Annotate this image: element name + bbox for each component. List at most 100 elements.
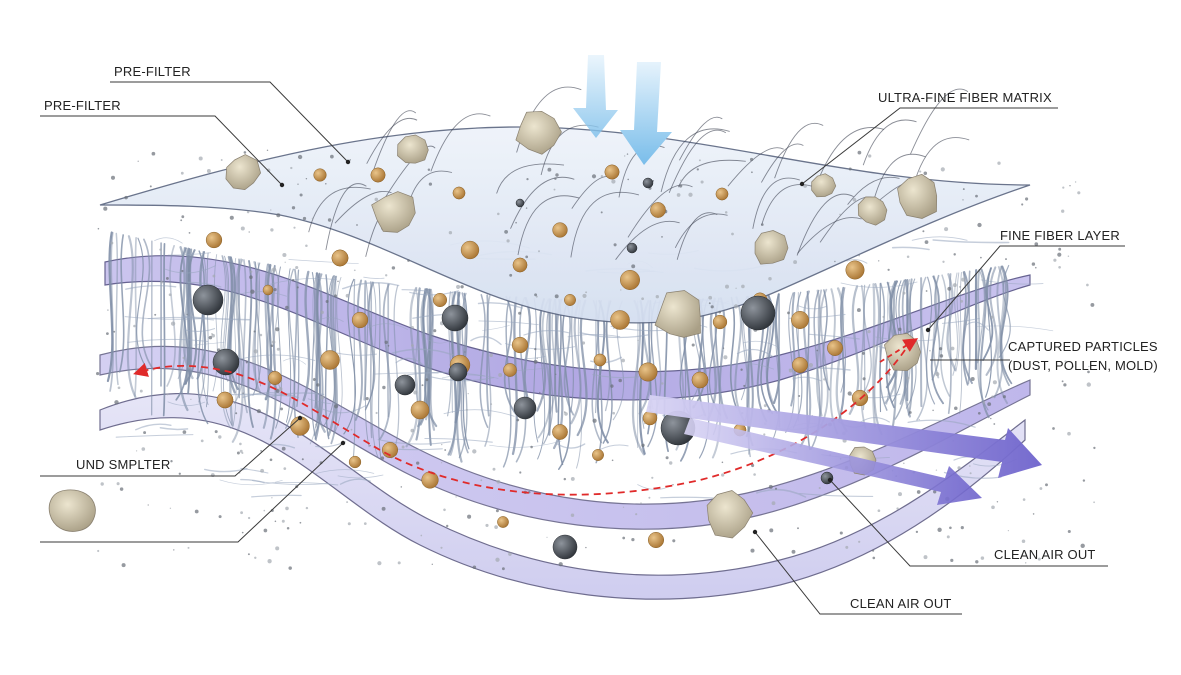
fine-dust-dot [925,290,928,292]
leader-bottom-left [40,442,344,543]
fiber-hair [797,217,862,254]
fine-dust-dot [771,501,776,506]
fine-dust-dot [241,531,244,534]
fine-dust-dot [553,188,556,191]
fine-dust-dot [312,378,316,381]
fiber-strand [729,296,737,409]
fine-dust-dot [100,482,104,486]
fiber-crosslink [124,316,205,320]
fiber-crosslink [251,494,302,498]
fiber-crosslink [482,325,510,331]
mold-spore-particle [448,362,468,382]
fine-dust-dot [253,330,256,333]
fiber-strand [371,281,379,458]
fine-dust-dot [311,217,314,220]
pollen-particle [351,311,369,329]
fiber-crosslink [859,417,890,423]
fiber-strand [503,295,517,415]
fiber-strand [405,286,419,448]
fine-dust-dot [672,539,676,543]
fine-dust-dot [788,369,793,373]
fine-dust-dot [490,403,493,405]
fine-dust-dot [753,473,756,476]
fiber-crosslink [524,356,546,359]
fine-dust-dot [935,469,938,471]
fine-dust-dot [515,221,517,224]
particle-flow-path-icon [133,349,906,496]
fine-dust-dot [688,192,693,197]
fine-dust-dot [993,423,996,425]
fine-dust-dot [982,401,986,404]
fiber-strand [369,281,373,439]
fine-dust-dot [506,239,510,243]
fine-dust-dot [266,149,269,152]
fine-dust-dot [218,435,222,439]
fine-dust-dot [839,213,841,216]
fiber-crosslink [135,423,172,431]
fine-dust-dot [852,197,857,202]
fine-dust-dot [97,549,100,553]
fine-dust-dot [229,215,234,220]
fine-dust-dot [270,209,272,211]
fine-dust-dot [353,269,356,272]
fiber-strand [931,274,941,381]
pollen-particle [452,186,466,200]
fine-dust-dot [873,344,877,348]
fiber-hair [430,113,491,172]
fine-dust-dot [861,351,865,355]
fiber-strand [262,263,270,429]
fine-dust-dot [751,171,753,174]
fine-dust-dot [868,154,872,158]
fine-dust-dot [627,178,630,181]
fiber-strand [231,258,244,443]
fine-dust-dot [305,506,309,510]
mold-spore-particle [515,198,525,208]
fine-dust-dot [924,240,929,244]
fine-dust-dot [413,390,418,395]
fine-dust-dot [275,546,280,551]
fine-dust-dot [275,388,280,393]
fiber-strand [873,283,883,436]
fiber-crosslink [407,371,486,377]
pollen-particle [313,168,327,182]
fine-dust-dot [180,171,184,175]
fine-dust-dot [525,207,528,209]
fine-dust-dot [285,305,289,310]
fine-dust-dot [485,523,489,527]
fine-dust-dot [256,409,261,414]
fine-dust-dot [1067,431,1071,436]
fine-dust-dot [661,382,664,385]
leader-pre-filter-1 [110,81,349,163]
fiber-strand [182,246,194,380]
fiber-strand [352,278,356,457]
fine-dust-dot [939,347,943,351]
fine-dust-dot [455,496,457,498]
fine-dust-dot [987,402,992,407]
fine-dust-dot [198,411,200,413]
fine-dust-dot [211,333,215,338]
fine-dust-dot [356,224,358,226]
fine-dust-dot [622,506,625,508]
pollen-particle [331,249,349,267]
fine-dust-dot [181,269,184,273]
pollen-dust-particle [515,110,562,155]
fine-dust-dot [400,486,403,488]
fine-dust-dot [495,557,500,562]
fiber-strand [982,267,994,362]
fine-dust-dot [187,546,190,549]
pollen-particle [432,292,448,308]
fine-dust-dot [741,284,745,289]
fine-dust-dot [320,310,324,315]
fine-dust-dot [547,167,552,172]
fiber-strand [311,272,317,441]
fiber-crosslink [477,302,523,309]
mold-spore-particle [212,348,240,376]
fine-dust-dot [922,230,925,233]
fine-dust-dot [845,545,849,549]
fine-dust-dot [533,359,538,364]
fiber-crosslink [337,474,384,479]
fine-dust-dot [337,280,339,283]
fine-dust-dot [1074,181,1077,183]
fine-dust-dot [582,293,587,298]
